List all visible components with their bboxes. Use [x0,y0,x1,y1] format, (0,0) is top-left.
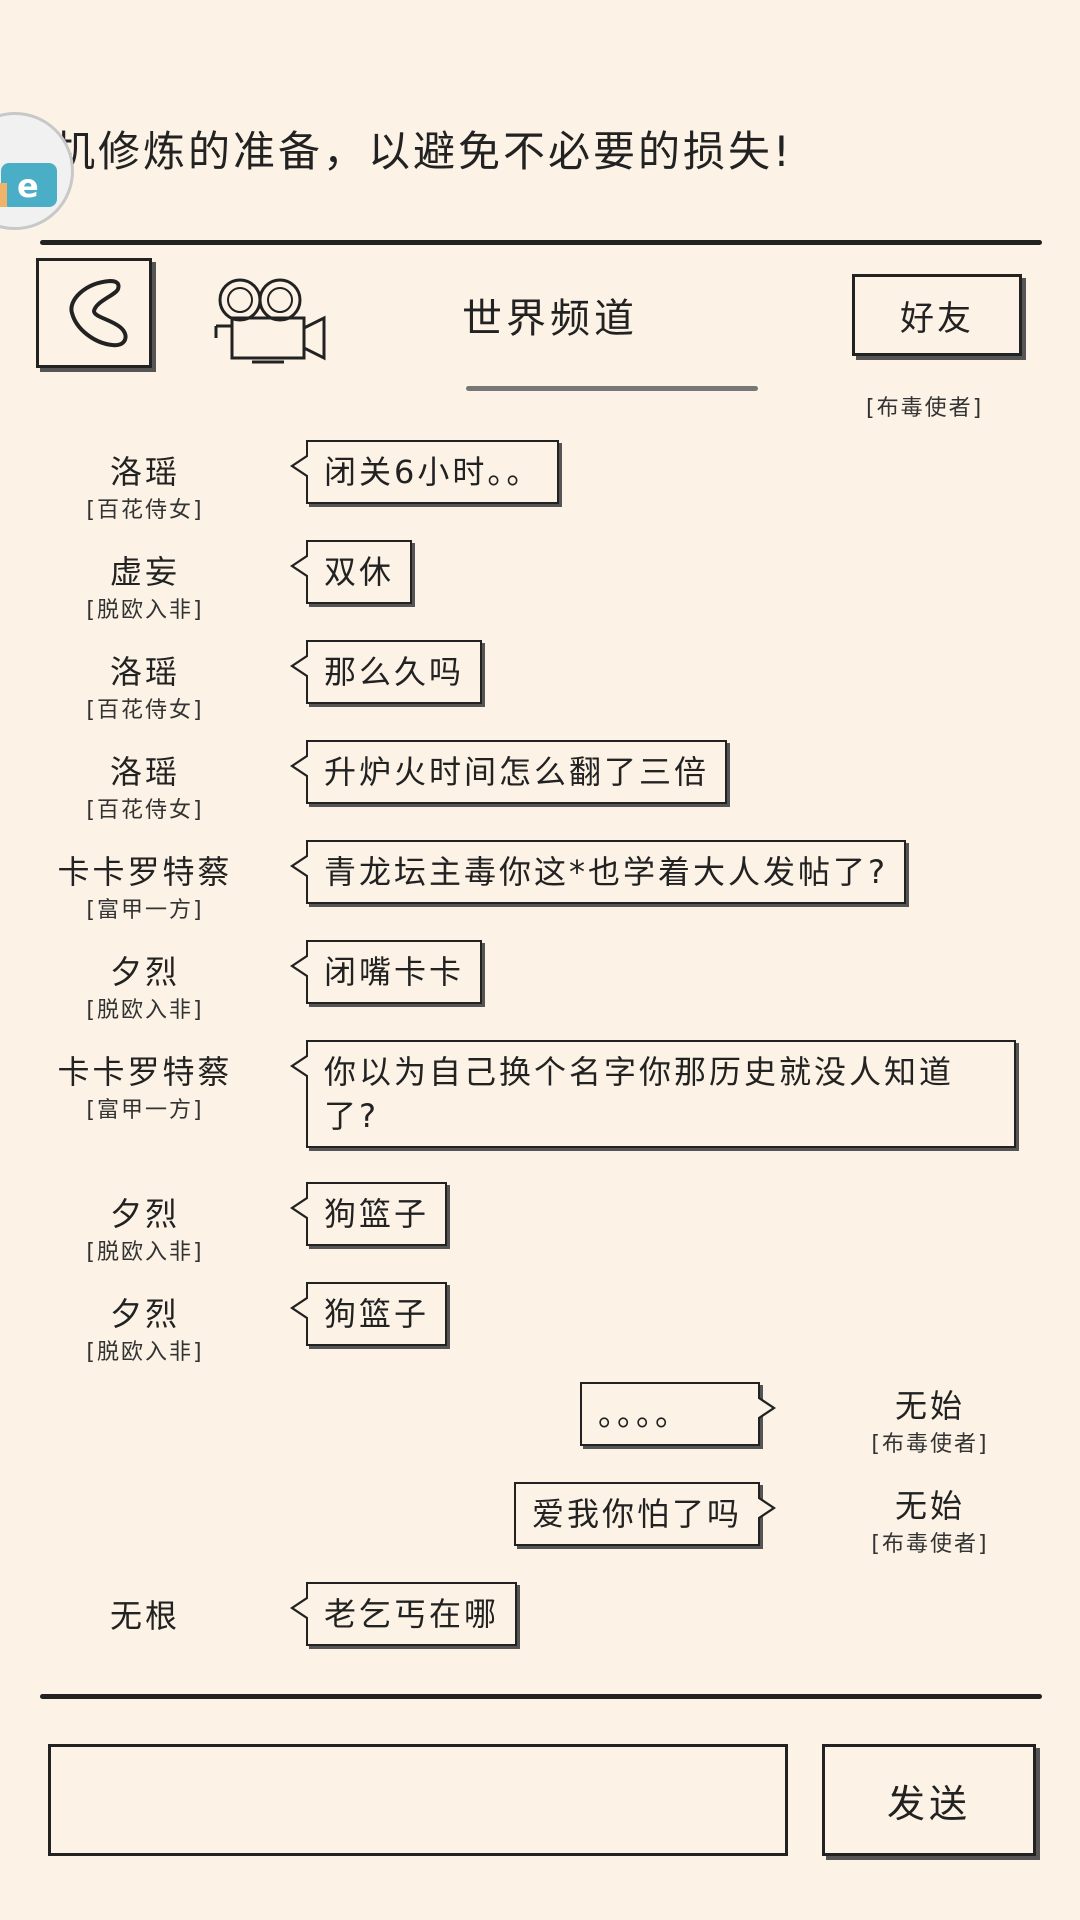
top-divider [40,240,1042,245]
sender-name: 洛瑶 [109,753,180,791]
sender-title: [布毒使者] [871,1432,989,1457]
message-bubble: 青龙坛主毒你这*也学着大人发帖了? [290,840,906,904]
sender[interactable]: 无根 [40,1596,250,1636]
friend-button[interactable]: 好友 [852,274,1022,356]
channel-title: 世界频道 [462,296,638,342]
message-bubble: 闭关6小时。。 [289,440,560,504]
bottom-divider [40,1694,1042,1699]
sender[interactable]: 无始 [布毒使者] [860,1386,1000,1460]
message-input[interactable] [48,1744,788,1856]
sender-title: [脱欧入非] [86,998,204,1023]
sender-name: 无始 [894,1387,965,1425]
notice-text: 挂机修炼的准备，以避免不必要的损失! [8,127,793,176]
sender-title: [富甲一方] [86,1098,204,1123]
sender[interactable]: 洛瑶 [百花侍女] [40,752,250,826]
sender-title: [百花侍女] [86,698,204,723]
message-bubble: 升炉火时间怎么翻了三倍 [289,740,728,804]
message-bubble: 老乞丐在哪 [289,1582,518,1646]
message-bubble: 闭嘴卡卡 [289,940,483,1004]
message-bubble: 。。。。 [580,1382,776,1446]
sender-name: 夕烈 [109,953,180,991]
sender-title: [脱欧入非] [86,598,204,623]
sender-title: [脱欧入非] [86,1240,204,1265]
sender-name: 卡卡罗特蔡 [57,1053,233,1091]
sender[interactable]: 洛瑶 [百花侍女] [40,452,250,526]
sender[interactable]: 无始 [布毒使者] [860,1486,1000,1560]
sender-name: 无根 [109,1597,180,1635]
sender[interactable]: 卡卡罗特蔡 [富甲一方] [40,852,250,926]
sender[interactable]: 虚妄 [脱欧入非] [40,552,250,626]
message-bubble: 爱我你怕了吗 [513,1482,777,1546]
sender[interactable]: 夕烈 [脱欧入非] [40,952,250,1026]
sender-title: [百花侍女] [86,798,204,823]
message-bubble: 狗篮子 [289,1282,448,1346]
sender-title: [脱欧入非] [86,1340,204,1365]
sender-name: 无始 [894,1487,965,1525]
back-icon [69,278,128,348]
sender[interactable]: 夕烈 [脱欧入非] [40,1294,250,1368]
sender[interactable]: 卡卡罗特蔡 [富甲一方] [40,1052,250,1126]
sender-title: [布毒使者] [871,1532,989,1557]
sender[interactable]: 洛瑶 [百花侍女] [40,652,250,726]
sender[interactable]: 夕烈 [脱欧入非] [40,1194,250,1268]
sender-name: 洛瑶 [109,453,180,491]
sender-name: 卡卡罗特蔡 [57,853,233,891]
my-title-badge: [布毒使者] [866,396,984,421]
sender-title: [富甲一方] [86,898,204,923]
channel-title-underline [466,386,758,391]
message-bubble: 狗篮子 [289,1182,448,1246]
send-button[interactable]: 发送 [822,1744,1036,1856]
camera-icon[interactable] [212,274,330,370]
sender-name: 洛瑶 [109,653,180,691]
message-bubble: 那么久吗 [289,640,483,704]
sender-name: 夕烈 [109,1195,180,1233]
back-button[interactable] [36,258,152,368]
sender-title: [百花侍女] [86,498,204,523]
sender-name: 虚妄 [109,553,180,591]
message-bubble: 双休 [289,540,413,604]
sender-name: 夕烈 [109,1295,180,1333]
message-bubble: 你以为自己换个名字你那历史就没人知道了? [290,1040,1016,1148]
